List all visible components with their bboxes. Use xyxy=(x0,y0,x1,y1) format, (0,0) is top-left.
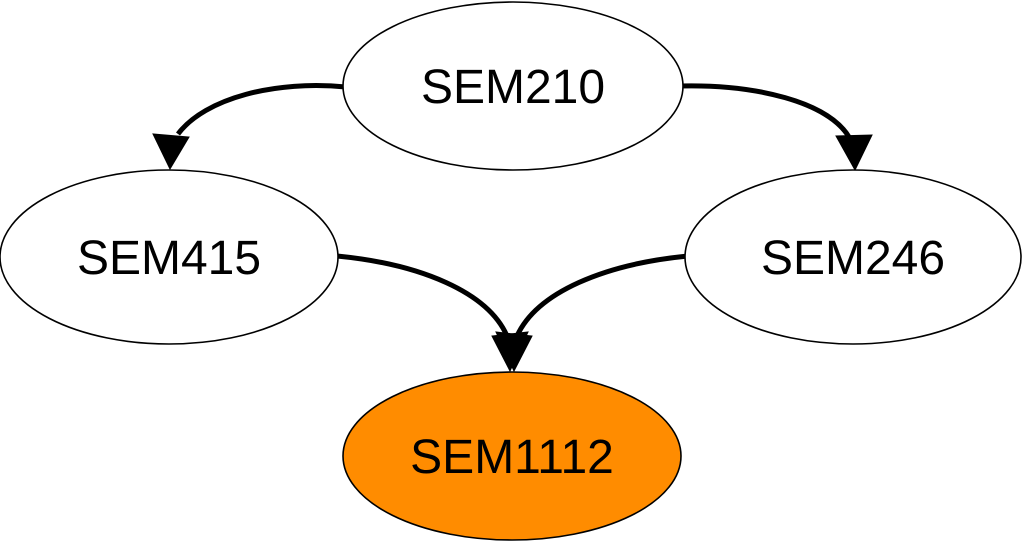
edge-line-sem210-sem246 xyxy=(678,83,852,139)
node-sem210: SEM210 xyxy=(342,1,684,171)
arrowhead-sem246 xyxy=(835,134,873,172)
node-sem246-label: SEM246 xyxy=(761,232,945,285)
edge-line-sem210-sem415 xyxy=(176,83,347,136)
node-sem415: SEM415 xyxy=(0,169,339,345)
edge-line-sem246-sem1112 xyxy=(514,253,689,338)
edge-sem246-sem1112 xyxy=(495,253,689,373)
node-sem415-shape xyxy=(0,169,339,345)
arrowhead-sem1112-right xyxy=(495,331,533,373)
edge-sem415-sem1112 xyxy=(336,253,529,373)
node-sem1112-shape xyxy=(342,371,682,541)
node-sem1112: SEM1112 xyxy=(342,371,682,541)
node-sem246-shape xyxy=(684,169,1022,345)
node-sem210-shape xyxy=(342,1,684,171)
node-sem246: SEM246 xyxy=(684,169,1022,345)
node-sem415-label: SEM415 xyxy=(77,232,261,285)
edge-sem210-sem246 xyxy=(678,83,873,172)
arrowhead-sem415 xyxy=(152,133,190,171)
node-sem210-label: SEM210 xyxy=(421,61,605,114)
edge-line-sem415-sem1112 xyxy=(336,253,510,338)
node-sem1112-label: SEM1112 xyxy=(410,431,614,484)
edge-sem210-sem415 xyxy=(152,83,347,171)
